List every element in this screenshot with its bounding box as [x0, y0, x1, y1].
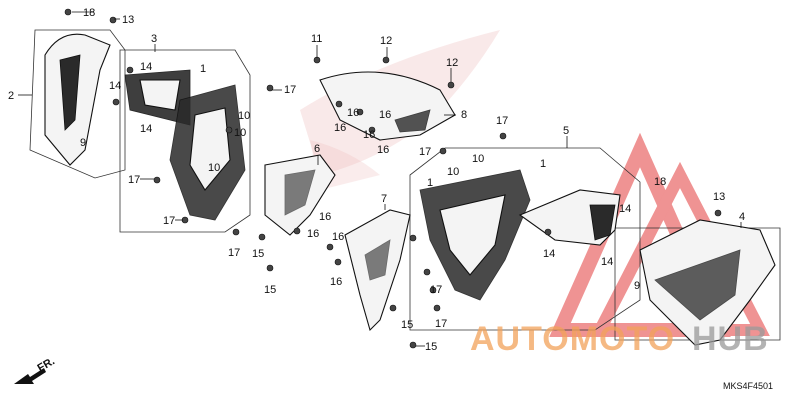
label-1c: 1	[540, 158, 546, 170]
label-14c: 14	[140, 123, 152, 135]
label-16g: 16	[307, 228, 319, 240]
part-2-trim	[44, 33, 111, 166]
label-15d: 15	[425, 341, 437, 353]
label-17d: 17	[496, 115, 508, 127]
part-8-slot	[394, 109, 431, 133]
part-number-labels: 18 13 2 3 14 1 14 14 9 10 10 10 17 17 17…	[8, 7, 745, 353]
label-14e: 14	[543, 248, 555, 260]
label-9b: 9	[634, 280, 640, 292]
label-2: 2	[8, 90, 14, 102]
label-15: 15	[252, 248, 264, 260]
label-9: 9	[80, 137, 86, 149]
part-1-cover-cutout	[189, 107, 231, 191]
label-3: 3	[151, 33, 157, 45]
label-10e: 10	[447, 166, 459, 178]
label-16: 16	[347, 107, 359, 119]
label-1: 1	[200, 63, 206, 75]
label-10: 10	[238, 110, 250, 122]
label-8: 8	[461, 109, 467, 121]
part-3-opening	[139, 79, 181, 111]
front-arrow: FR.	[14, 355, 57, 384]
front-label: FR.	[36, 355, 57, 374]
label-17: 17	[128, 174, 140, 186]
label-12b: 12	[446, 57, 458, 69]
label-16d: 16	[363, 129, 375, 141]
label-12: 12	[380, 35, 392, 47]
label-17g: 17	[430, 284, 442, 296]
part-7-holes	[364, 239, 391, 281]
label-6: 6	[314, 143, 320, 155]
watermark-text-2: HUB	[692, 320, 769, 358]
label-14f: 14	[601, 256, 613, 268]
label-11: 11	[311, 33, 322, 45]
label-17h: 17	[435, 318, 447, 330]
label-13: 13	[122, 14, 134, 26]
label-16f: 16	[319, 211, 331, 223]
label-15c: 15	[401, 319, 413, 331]
part-1-panel-dark	[589, 204, 616, 241]
label-16e: 16	[377, 144, 389, 156]
label-10b: 10	[234, 127, 246, 139]
label-15b: 15	[264, 284, 276, 296]
label-14d: 14	[619, 203, 631, 215]
label-14: 14	[140, 61, 152, 73]
label-10c: 10	[208, 162, 220, 174]
frame-3	[119, 49, 251, 233]
watermark-text-1: AUTOMOTO	[470, 320, 675, 358]
frame-5	[409, 147, 641, 331]
label-14b: 14	[109, 80, 121, 92]
part-2-inner	[59, 54, 81, 131]
label-17e: 17	[419, 146, 431, 158]
fasteners	[64, 8, 722, 349]
label-17c: 17	[284, 84, 296, 96]
leader-lines	[18, 11, 742, 347]
part-6-inner	[284, 169, 316, 216]
label-1b: 1	[427, 177, 433, 189]
label-5: 5	[563, 125, 569, 137]
label-16i: 16	[330, 276, 342, 288]
part-5-cutout	[439, 194, 506, 276]
label-17f: 17	[228, 247, 240, 259]
label-16c: 16	[334, 122, 346, 134]
label-18: 18	[83, 7, 95, 19]
label-18b: 18	[654, 176, 666, 188]
label-16h: 16	[332, 231, 344, 243]
label-13b: 13	[713, 191, 725, 203]
label-17b: 17	[163, 215, 175, 227]
label-4: 4	[739, 211, 745, 223]
label-10d: 10	[472, 153, 484, 165]
label-16b: 16	[379, 109, 391, 121]
part-4-inner	[654, 249, 741, 321]
watermark-text: AUTOMOTO HUB	[470, 320, 769, 358]
frame-2	[29, 29, 126, 179]
diagram-code: MKS4F4501	[723, 381, 773, 391]
label-7: 7	[381, 193, 387, 205]
